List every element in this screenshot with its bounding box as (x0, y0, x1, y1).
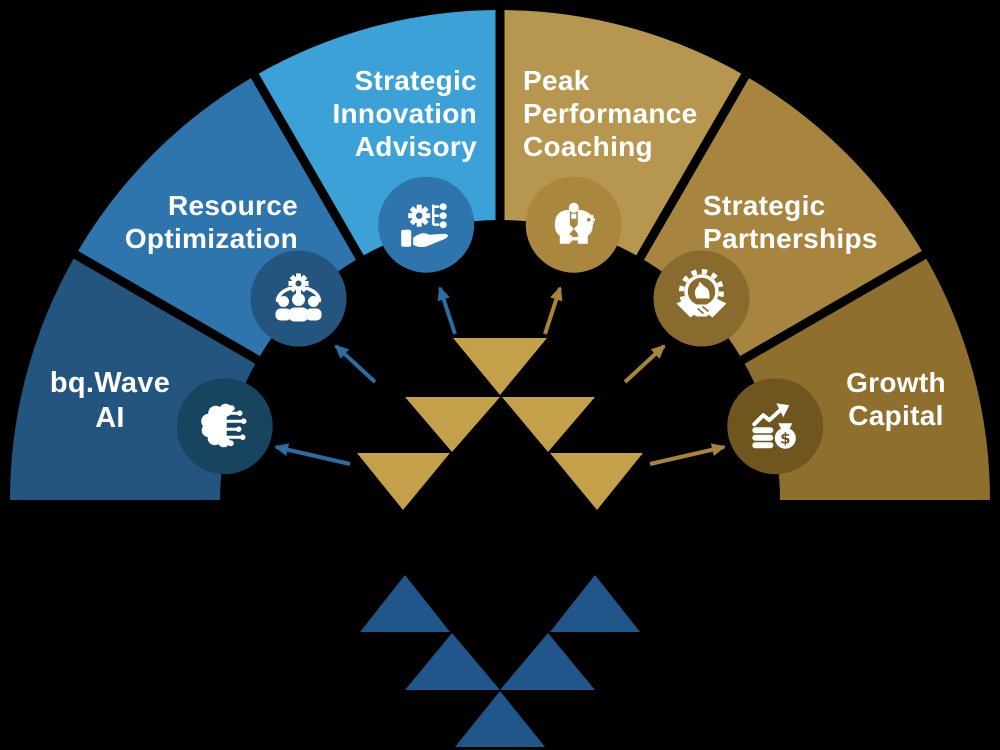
blue-triangle (405, 633, 500, 690)
arrow-to-strategic-innovation (437, 286, 457, 335)
segment-label-resource-optimization: Resource Optimization (124, 190, 298, 254)
arrow-to-bqwave-ai (274, 443, 351, 466)
gold-triangle (453, 338, 547, 395)
mentoring-heads-idea-icon (554, 202, 595, 244)
icon-circle-growth-capital (727, 378, 824, 475)
icon-circle-peak-performance (525, 176, 622, 273)
icon-circle-strategic-innovation (378, 176, 475, 273)
segment-label-bqwave-ai: bq.Wave AI (49, 367, 171, 434)
blue-triangle (500, 633, 595, 690)
arrow-to-growth-capital (649, 443, 726, 466)
dollar-sign: $ (780, 430, 790, 448)
arrow-to-strategic-partnerships (623, 344, 666, 384)
ai-brain-circuit-icon (201, 403, 247, 448)
gold-triangle (550, 453, 643, 510)
team-gear-icon (275, 273, 322, 322)
blue-triangles (360, 575, 640, 747)
arrow-to-peak-performance (543, 286, 563, 335)
gold-triangle (502, 397, 595, 452)
gold-triangle (405, 397, 500, 452)
arrows (274, 286, 726, 466)
money-bag-growth-icon: $ (752, 403, 796, 449)
blue-triangle (360, 575, 450, 632)
arrow-to-resource-optimization (334, 344, 377, 384)
blue-triangle (550, 575, 640, 632)
segment-label-growth-capital: Growth Capital (846, 367, 946, 431)
blue-triangle (455, 691, 545, 747)
hand-gear-network-icon (401, 203, 448, 247)
icon-circles (176, 176, 824, 475)
handshake-gear-knight-icon (676, 269, 727, 318)
gold-triangle (357, 453, 450, 510)
segment-label-peak-performance-coaching: Peak Performance Coaching (523, 65, 698, 162)
gold-triangles (357, 338, 643, 510)
segment-label-strategic-innovation-advisory: Strategic Innovation Advisory (332, 65, 477, 162)
segment-label-strategic-partnerships: Strategic Partnerships (703, 190, 878, 254)
